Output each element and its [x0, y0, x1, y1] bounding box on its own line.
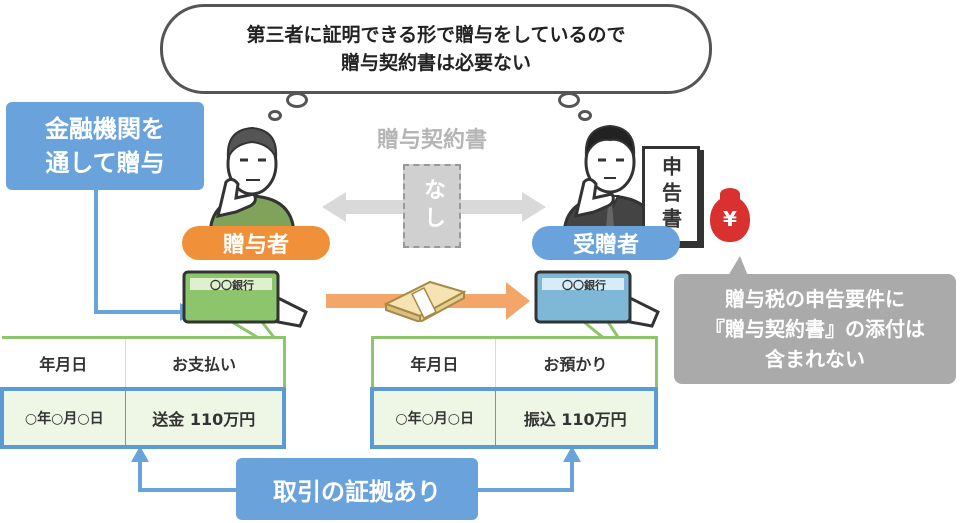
receiver-record-header-row: 年月日 お預かり — [370, 336, 658, 390]
giver-record-date: ○年○月○日 — [0, 387, 126, 449]
giver-header-date: 年月日 — [2, 336, 126, 390]
money-bag-icon: ¥ — [710, 196, 750, 242]
note-box: 贈与税の申告要件に 『贈与契約書』の添付は 含まれない — [674, 274, 956, 384]
thought-dot-right-large — [558, 92, 580, 108]
evidence-line-left — [138, 458, 236, 492]
money-bag-knot — [720, 188, 740, 200]
note-callout-tail — [728, 256, 748, 276]
left-label-box: 金融機関を 通して贈与 — [6, 102, 204, 190]
receiver-label: 受贈者 — [532, 226, 680, 260]
thought-line-1: 第三者に証明できる形で贈与をしているので — [246, 24, 626, 46]
thought-dot-right-small — [578, 110, 592, 121]
note-line-1: 贈与税の申告要件に — [725, 287, 905, 311]
receiver-passbook-icon: 〇〇銀行 — [534, 270, 660, 328]
note-line-3: 含まれない — [765, 347, 865, 371]
receiver-record-value-row: ○年○月○日 振込 110万円 — [370, 387, 659, 449]
receiver-header-date: 年月日 — [370, 336, 497, 390]
note-line-2: 『贈与契約書』の添付は — [705, 317, 925, 341]
contract-none-document: なし — [403, 164, 461, 248]
giver-passbook-icon: 〇〇銀行 — [182, 270, 308, 328]
giver-record-table: 年月日 お支払い ○年○月○日 送金 110万円 — [0, 336, 286, 449]
giver-header-action: お支払い — [125, 336, 286, 390]
thought-dot-left-small — [268, 110, 282, 121]
thought-dot-left-large — [286, 92, 308, 108]
thought-line-2: 贈与契約書は必要ない — [340, 52, 531, 74]
receiver-record-action: 振込 110万円 — [495, 387, 659, 449]
evidence-arrowhead-left — [131, 446, 149, 462]
contract-title: 贈与契約書 — [376, 128, 487, 153]
receiver-passbook-text: 〇〇銀行 — [562, 278, 606, 292]
giver-label: 贈与者 — [182, 226, 330, 260]
receiver-header-action: お預かり — [495, 336, 658, 390]
left-label-line-1: 金融機関を — [45, 115, 165, 143]
evidence-label: 取引の証拠あり — [236, 458, 478, 520]
tax-return-text: 申告書 — [658, 156, 683, 234]
giver-record-action: 送金 110万円 — [124, 387, 286, 449]
money-bundle-icon — [383, 280, 467, 322]
thought-bubble: 第三者に証明できる形で贈与をしているので 贈与契約書は必要ない — [160, 4, 712, 94]
giver-record-header-row: 年月日 お支払い — [2, 336, 286, 390]
contract-none-text: なし — [420, 178, 445, 234]
left-label-connector — [94, 190, 180, 314]
giver-person-icon — [208, 126, 296, 236]
left-label-line-2: 通して贈与 — [45, 149, 165, 177]
evidence-line-right — [478, 458, 574, 492]
receiver-record-table: 年月日 お預かり ○年○月○日 振込 110万円 — [370, 336, 659, 449]
receiver-record-date: ○年○月○日 — [370, 387, 497, 449]
giver-record-value-row: ○年○月○日 送金 110万円 — [0, 387, 286, 449]
money-bag-symbol: ¥ — [723, 207, 737, 231]
evidence-arrowhead-right — [563, 446, 581, 462]
giver-passbook-text: 〇〇銀行 — [210, 278, 254, 292]
